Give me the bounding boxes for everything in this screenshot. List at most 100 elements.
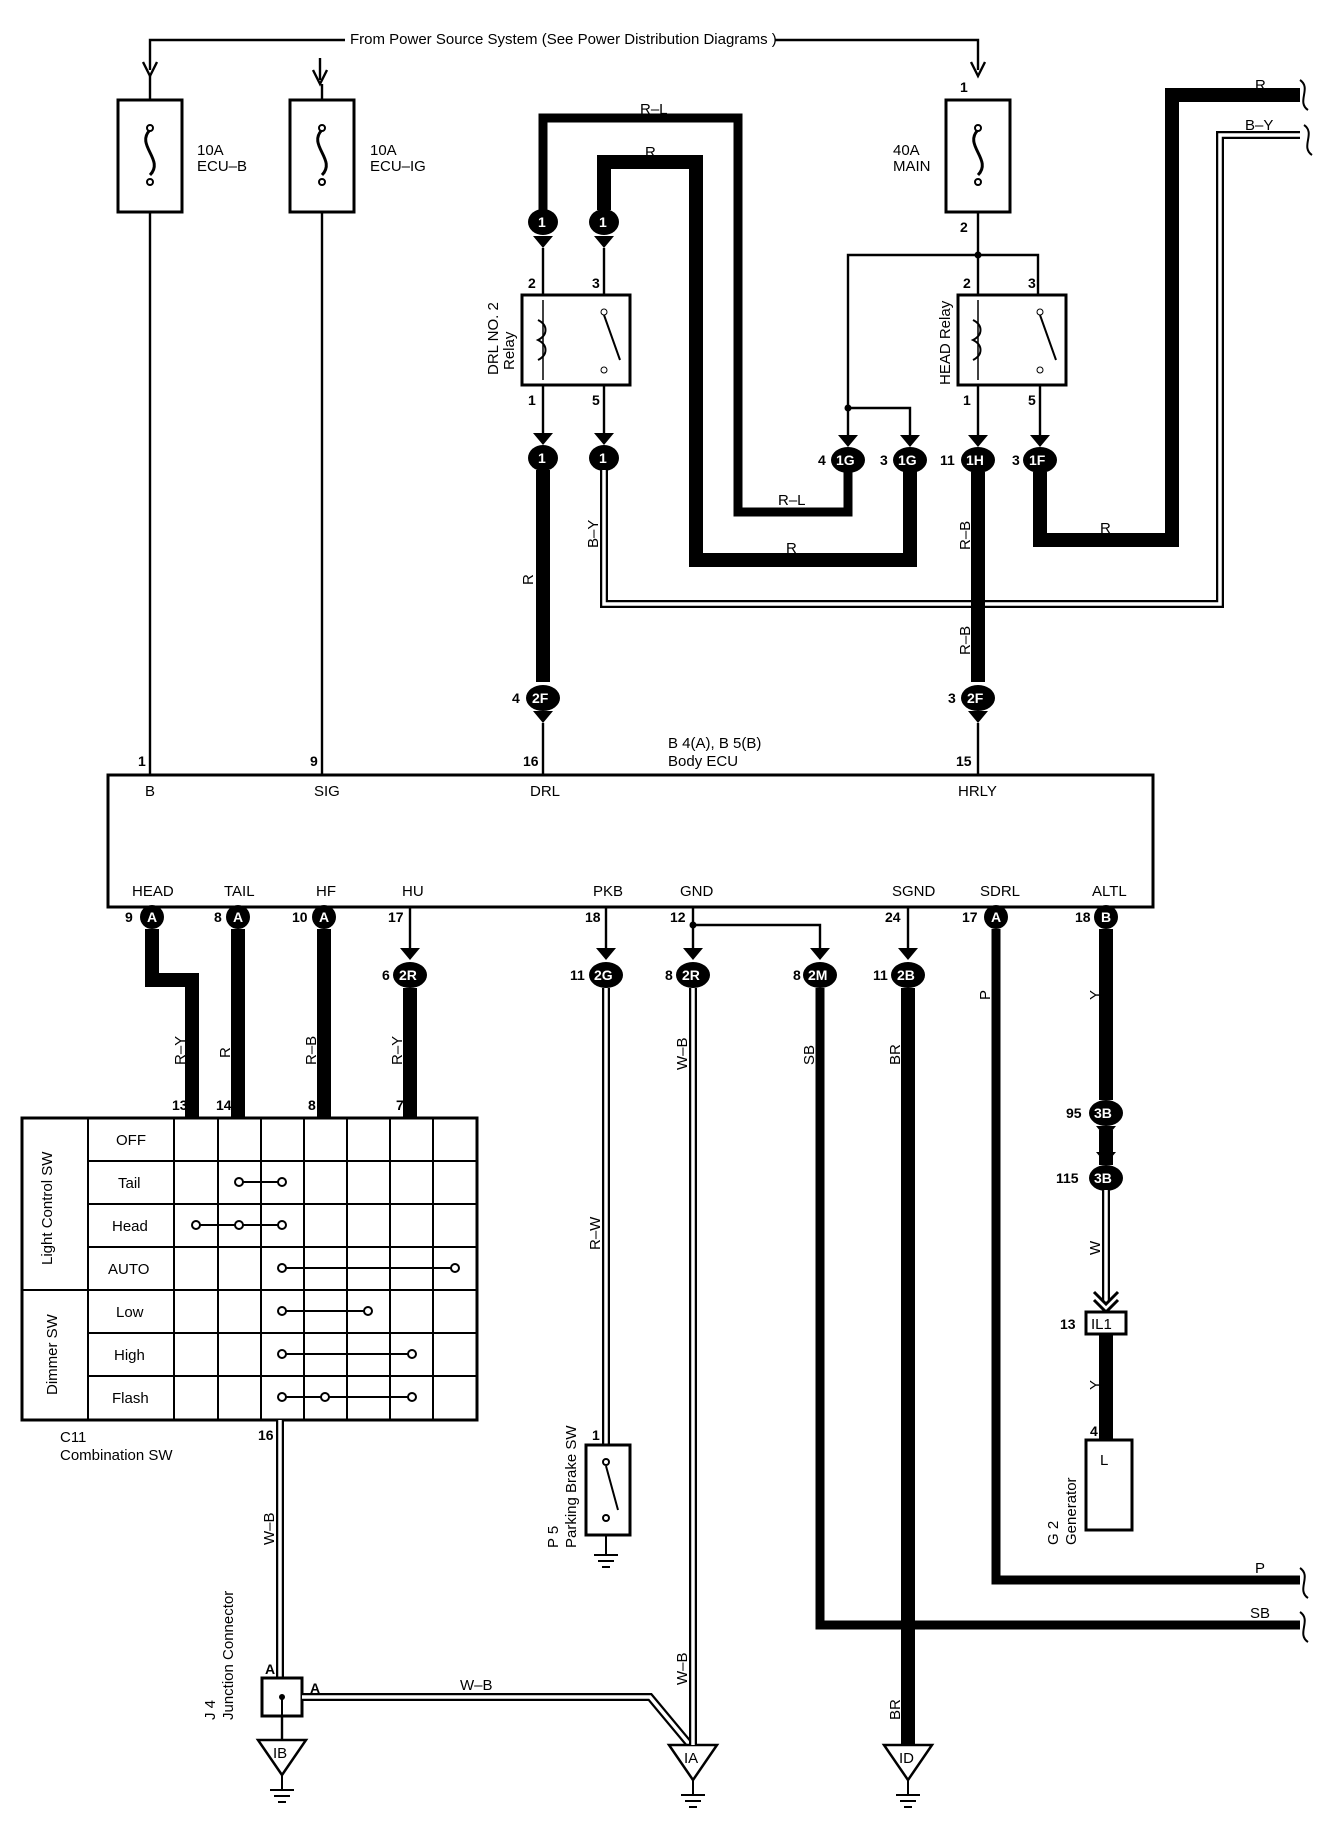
svg-text:24: 24 <box>885 909 901 925</box>
svg-text:8: 8 <box>665 967 673 983</box>
svg-text:B–Y: B–Y <box>585 520 602 548</box>
svg-text:2R: 2R <box>682 967 700 983</box>
fuse-name-label: ECU–IG <box>370 158 426 175</box>
fuse-name-label: MAIN <box>893 158 931 175</box>
relay-name: HEAD Relay <box>937 300 954 385</box>
connector-1h: 1H 11 <box>940 435 995 473</box>
connector-2g: 2G 11 <box>570 962 623 988</box>
svg-text:Flash: Flash <box>112 1390 149 1407</box>
svg-text:3: 3 <box>948 690 956 706</box>
svg-text:B: B <box>145 783 155 800</box>
svg-text:Low: Low <box>116 1304 144 1321</box>
svg-text:Junction Connector: Junction Connector <box>220 1591 237 1720</box>
svg-text:18: 18 <box>585 909 601 925</box>
svg-text:A: A <box>310 1680 320 1696</box>
svg-text:11: 11 <box>570 967 585 983</box>
ecu-pin-tail: 8 A <box>214 905 250 929</box>
connector-1g-a: 1G 4 <box>818 435 865 473</box>
svg-text:3: 3 <box>880 452 888 468</box>
svg-text:4: 4 <box>818 452 826 468</box>
body-ecu: B 4(A), B 5(B) Body ECU 1 B 9 SIG 16 DRL… <box>106 735 1155 909</box>
svg-text:OFF: OFF <box>116 1132 146 1149</box>
svg-text:IA: IA <box>684 1750 698 1767</box>
ecu-pin-pkb: 18 <box>585 907 616 960</box>
svg-text:2: 2 <box>528 275 536 291</box>
svg-text:Generator: Generator <box>1063 1477 1080 1545</box>
svg-text:Head: Head <box>112 1218 148 1235</box>
fuse-ecu-b: 10A ECU–B <box>116 76 247 214</box>
ecu-ref: B 4(A), B 5(B) <box>668 735 761 752</box>
wire-break-marks <box>1299 79 1313 1643</box>
svg-text:J 4: J 4 <box>202 1700 219 1720</box>
svg-text:3B: 3B <box>1094 1170 1112 1186</box>
svg-text:4: 4 <box>512 690 520 706</box>
svg-text:SDRL: SDRL <box>980 883 1020 900</box>
svg-text:2F: 2F <box>967 690 984 706</box>
fuse-pin-out: 2 <box>960 219 968 235</box>
svg-text:R–B: R–B <box>957 521 974 550</box>
svg-text:IL1: IL1 <box>1091 1316 1112 1333</box>
svg-text:HRLY: HRLY <box>958 783 997 800</box>
svg-text:R–Y: R–Y <box>389 1036 406 1065</box>
fuse-ecu-ig: 10A ECU–IG <box>288 84 426 214</box>
svg-text:1: 1 <box>528 392 536 408</box>
svg-text:HF: HF <box>316 883 336 900</box>
fuse-amp-label: 10A <box>370 142 397 159</box>
svg-text:SGND: SGND <box>892 883 936 900</box>
svg-text:2F: 2F <box>532 690 549 706</box>
svg-text:2G: 2G <box>594 967 613 983</box>
svg-text:DRL: DRL <box>530 783 560 800</box>
power-source-label: From Power Source System (See Power Dist… <box>350 31 777 48</box>
svg-text:1: 1 <box>592 1427 600 1443</box>
svg-text:W–B: W–B <box>674 1652 691 1685</box>
svg-text:6: 6 <box>382 967 390 983</box>
svg-text:14: 14 <box>216 1097 232 1113</box>
wire-sb <box>815 988 1300 1630</box>
ground-id: ID <box>881 1743 935 1808</box>
wire-p <box>991 929 1300 1585</box>
svg-text:P 5: P 5 <box>545 1526 562 1548</box>
svg-text:15: 15 <box>956 753 972 769</box>
svg-text:W–B: W–B <box>261 1512 278 1545</box>
svg-text:3: 3 <box>592 275 600 291</box>
connector-2b: 2B 11 <box>873 962 925 988</box>
ecu-pin-altl: 18 B <box>1075 905 1118 929</box>
svg-text:W–B: W–B <box>460 1677 493 1694</box>
ecu-pin-sdrl: 17 A <box>962 905 1008 929</box>
connector-1-d: 1 <box>589 433 619 471</box>
svg-text:ALTL: ALTL <box>1092 883 1127 900</box>
svg-text:1G: 1G <box>898 452 917 468</box>
junction-connector: A A J 4 Junction Connector <box>202 1591 320 1740</box>
connector-2f-b: 2F 3 <box>948 685 995 723</box>
switch-ref: C11 <box>60 1429 86 1446</box>
wire-color-label: R <box>645 144 656 161</box>
svg-text:13: 13 <box>172 1097 188 1113</box>
svg-text:W: W <box>1087 1240 1104 1255</box>
svg-text:R–B: R–B <box>303 1036 320 1065</box>
svg-text:5: 5 <box>1028 392 1036 408</box>
wire-color-label: R–L <box>640 101 668 118</box>
svg-text:P: P <box>1255 1560 1265 1577</box>
connector-2m: 2M 8 <box>793 962 837 988</box>
svg-text:1H: 1H <box>966 452 984 468</box>
svg-text:Y: Y <box>1087 1380 1104 1390</box>
connector-2f-a: 2F 4 <box>512 685 560 723</box>
connector-1f: 1F 3 <box>1012 435 1057 473</box>
svg-text:A: A <box>233 909 243 925</box>
svg-text:SB: SB <box>1250 1605 1270 1622</box>
relay-name: DRL NO. 2 <box>485 302 502 375</box>
svg-text:2: 2 <box>963 275 971 291</box>
svg-text:10: 10 <box>292 909 308 925</box>
svg-text:BR: BR <box>887 1044 904 1065</box>
svg-text:115: 115 <box>1056 1170 1079 1186</box>
power-source-header: From Power Source System (See Power Dist… <box>141 31 987 87</box>
connector-1-c: 1 <box>528 433 558 471</box>
generator: L 4 G 2 Generator <box>1045 1423 1134 1545</box>
svg-text:AUTO: AUTO <box>108 1261 149 1278</box>
svg-text:5: 5 <box>592 392 600 408</box>
svg-text:A: A <box>319 909 329 925</box>
connector-2r-b: 2R 8 <box>665 962 710 988</box>
ecu-pin-sgnd: 24 <box>885 907 918 960</box>
svg-text:8: 8 <box>793 967 801 983</box>
